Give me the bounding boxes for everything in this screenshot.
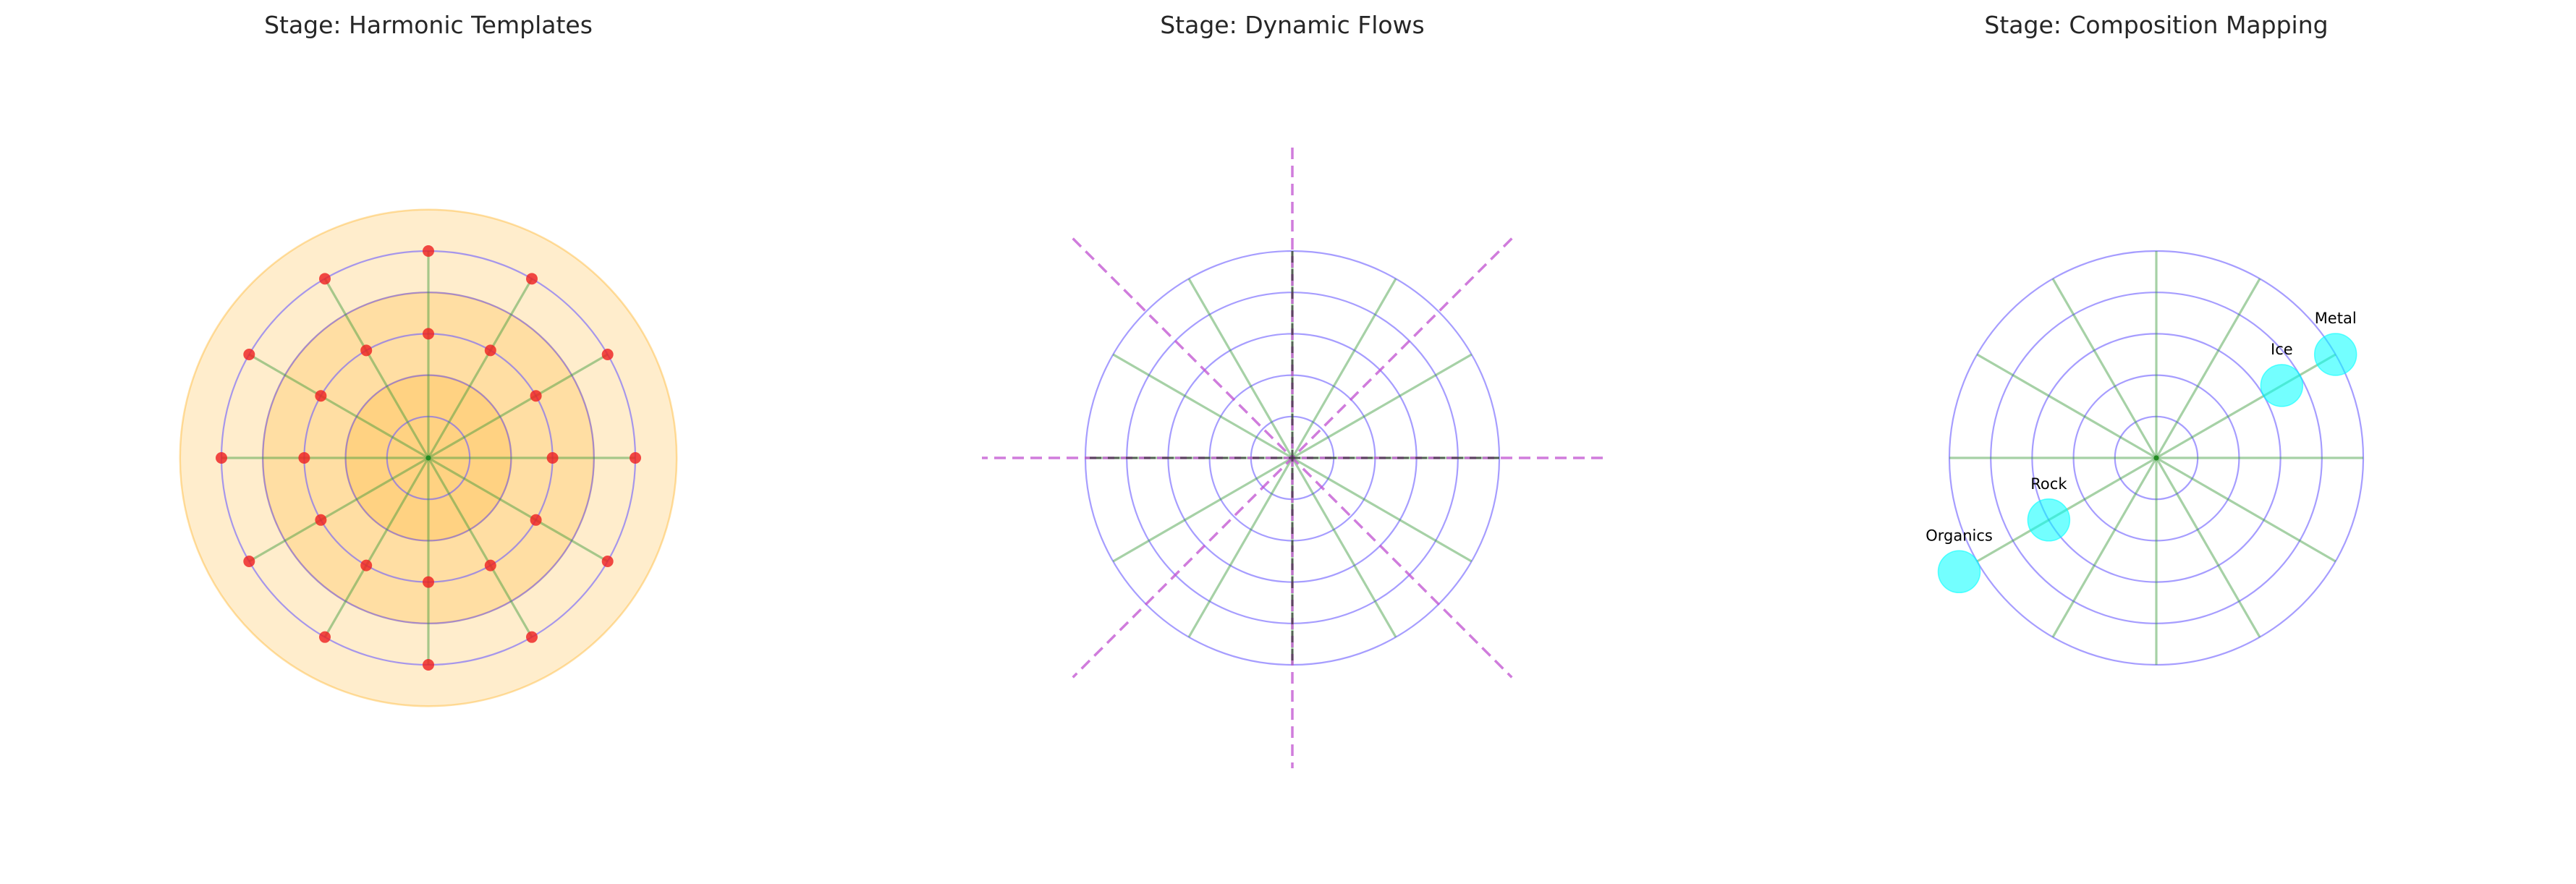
center-dot (2153, 455, 2159, 461)
grid-spoke (2156, 456, 2336, 563)
grid-ring (386, 415, 471, 501)
composition-label-rock: Rock (2030, 475, 2067, 493)
composition-label-ice: Ice (2271, 341, 2293, 358)
grid-ring (2031, 333, 2281, 583)
harmonic-node (216, 452, 227, 464)
harmonic-node (315, 390, 327, 402)
grid-ring (2114, 415, 2199, 501)
grid-spoke (1291, 278, 1397, 459)
composition-label-organics: Organics (1925, 527, 1993, 544)
grid-spoke (323, 457, 430, 638)
grid-spoke (1112, 353, 1293, 459)
grid-spoke (1112, 456, 1293, 563)
grid-spoke (2155, 278, 2261, 459)
grid-spoke (1976, 353, 2157, 459)
harmonic-node (484, 344, 496, 357)
grid-ring (2072, 374, 2240, 542)
grid-spoke (1187, 457, 1294, 638)
grid-spoke (428, 456, 609, 563)
grid-spoke (323, 278, 430, 459)
harmonic-node (319, 273, 331, 285)
harmonic-node (243, 349, 255, 360)
grid-spoke (1292, 353, 1473, 459)
grid-spoke (428, 353, 609, 459)
harmonic-node (530, 390, 542, 402)
grid-spoke (248, 456, 429, 563)
harmonic-node (423, 245, 434, 257)
center-dot (425, 455, 431, 461)
harmonic-node (243, 556, 255, 567)
harmonic-templates-panel: Stage: Harmonic Templates (179, 11, 678, 707)
dynamic-flows-title: Stage: Dynamic Flows (1160, 11, 1425, 39)
grid-spoke (2155, 457, 2261, 638)
harmonic-node (601, 556, 614, 567)
composition-marker-organics (1937, 550, 1981, 594)
grid-spoke (248, 353, 429, 459)
grid-spoke (1187, 278, 1294, 459)
harmonic-node (360, 344, 373, 357)
composition-marker-rock (2027, 498, 2071, 542)
grid-spoke (2156, 353, 2336, 459)
grid-ring (1948, 250, 2365, 666)
dynamic-flows-panel: Stage: Dynamic Flows (982, 11, 1603, 768)
harmonic-node (360, 559, 373, 571)
grid-spoke (2051, 278, 2158, 459)
composition-mapping-title: Stage: Composition Mapping (1984, 11, 2328, 39)
harmonic-node (484, 559, 496, 571)
harmonic-node (630, 452, 641, 464)
harmonic-node (526, 631, 538, 643)
harmonic-node (423, 576, 434, 588)
composition-marker-metal (2313, 333, 2357, 376)
grid-ring (1990, 292, 2323, 624)
harmonic-node (526, 273, 538, 285)
harmonic-node (530, 514, 542, 526)
harmonic-node (601, 349, 614, 360)
harmonic-node (315, 514, 327, 526)
grid-ring (262, 292, 595, 624)
harmonic-node (298, 452, 310, 464)
grid-spoke (1291, 457, 1397, 638)
composition-label-metal: Metal (2315, 310, 2357, 327)
grid-ring (344, 374, 512, 542)
harmonic-node (423, 659, 434, 671)
harmonic-templates-title: Stage: Harmonic Templates (264, 11, 593, 39)
composition-marker-ice (2260, 364, 2304, 407)
harmonic-node (546, 452, 559, 464)
harmonic-node (423, 328, 434, 340)
harmonic-node (319, 631, 331, 643)
grid-spoke (427, 457, 533, 638)
grid-spoke (1292, 456, 1473, 563)
grid-spoke (2051, 457, 2158, 638)
grid-spoke (427, 278, 533, 459)
